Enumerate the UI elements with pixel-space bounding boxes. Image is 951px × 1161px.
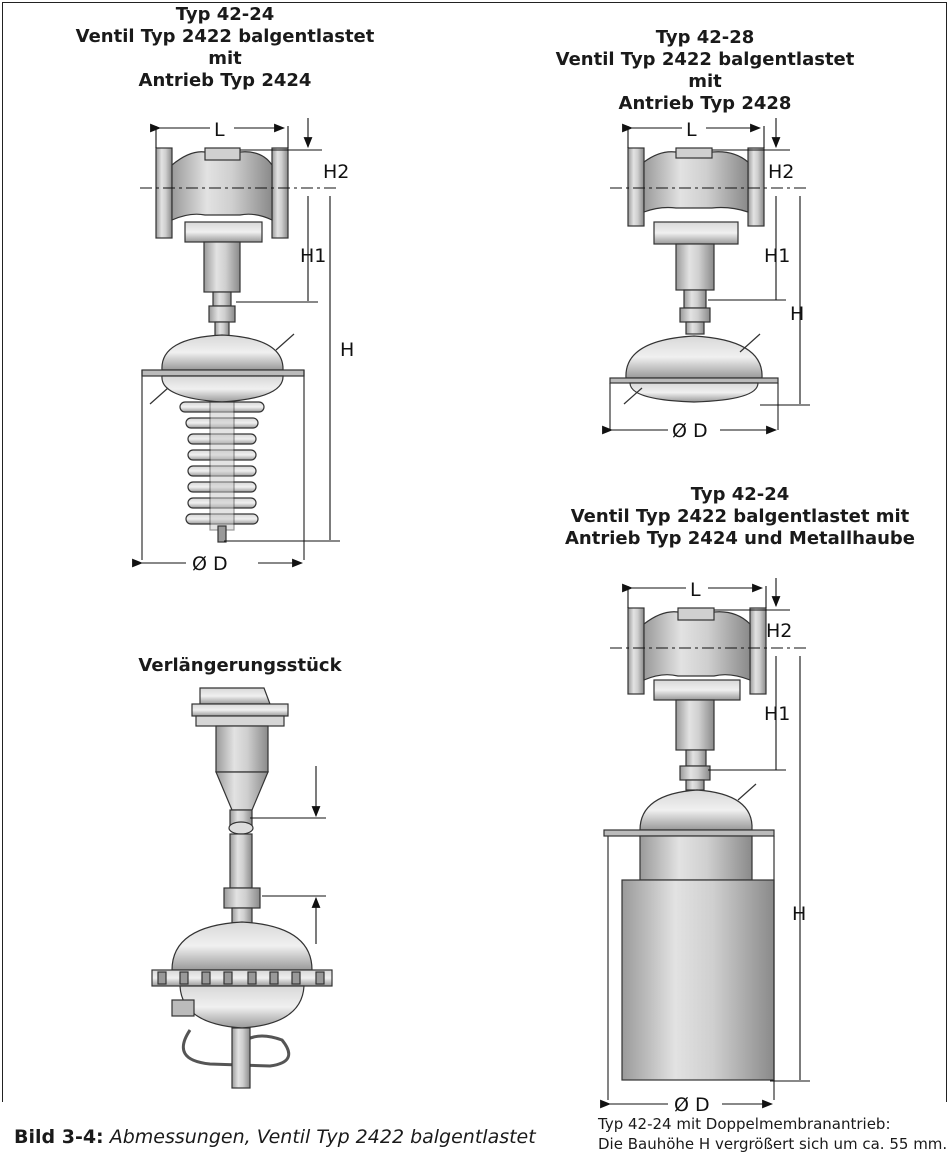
dim-label-D-tl: Ø D xyxy=(192,553,228,575)
dim-label-H1-br: H1 xyxy=(764,703,790,725)
figure-caption: Bild 3-4: Abmessungen, Ventil Typ 2422 b… xyxy=(14,1126,536,1148)
dim-label-H1-tr: H1 xyxy=(764,245,790,267)
figure-frame xyxy=(2,2,947,1102)
dim-label-H2-tl: H2 xyxy=(323,161,349,183)
valve-42-24-bellows-drawing xyxy=(141,147,305,560)
dim-label-H-tl: H xyxy=(340,339,354,361)
footnote-line-2: Die Bauhöhe H vergrößert sich um ca. 55 … xyxy=(598,1135,948,1153)
dim-label-H-br: H xyxy=(792,903,806,925)
valve-42-24-metal-hood-drawing xyxy=(603,607,775,1100)
dimension-lines-top-left xyxy=(132,118,340,568)
extension-piece-drawing xyxy=(151,687,333,1089)
valve-42-28-drawing xyxy=(609,147,779,430)
dim-label-H1-tl: H1 xyxy=(300,245,326,267)
caption-text: Abmessungen, Ventil Typ 2422 balgentlast… xyxy=(109,1126,536,1148)
title-top-right: Typ 42-28 Ventil Typ 2422 balgentlastet … xyxy=(555,27,855,114)
footnote: Typ 42-24 mit Doppelmembranantrieb: Die … xyxy=(598,1114,947,1154)
dim-label-L-br: L xyxy=(690,579,701,601)
title-top-left: Typ 42-24 Ventil Typ 2422 balgentlastet … xyxy=(75,4,375,91)
dim-label-L-tr: L xyxy=(686,119,697,141)
dim-label-D-tr: Ø D xyxy=(672,420,708,442)
dimension-lines-bottom-left xyxy=(250,766,326,944)
title-bottom-right: Typ 42-24 Ventil Typ 2422 balgentlastet … xyxy=(564,484,915,549)
footnote-line-1: Typ 42-24 mit Doppelmembranantrieb: xyxy=(598,1115,891,1133)
dimension-lines-bottom-right xyxy=(600,578,810,1109)
dimension-lines-top-right xyxy=(602,118,810,435)
title-bottom-left: Verlängerungsstück xyxy=(138,655,342,676)
dim-label-H2-br: H2 xyxy=(766,620,792,642)
dim-label-D-br: Ø D xyxy=(674,1094,710,1116)
dim-label-H-tr: H xyxy=(790,303,804,325)
dim-label-H2-tr: H2 xyxy=(768,161,794,183)
dim-label-L-tl: L xyxy=(214,119,225,141)
caption-label: Bild 3-4: xyxy=(14,1126,104,1148)
